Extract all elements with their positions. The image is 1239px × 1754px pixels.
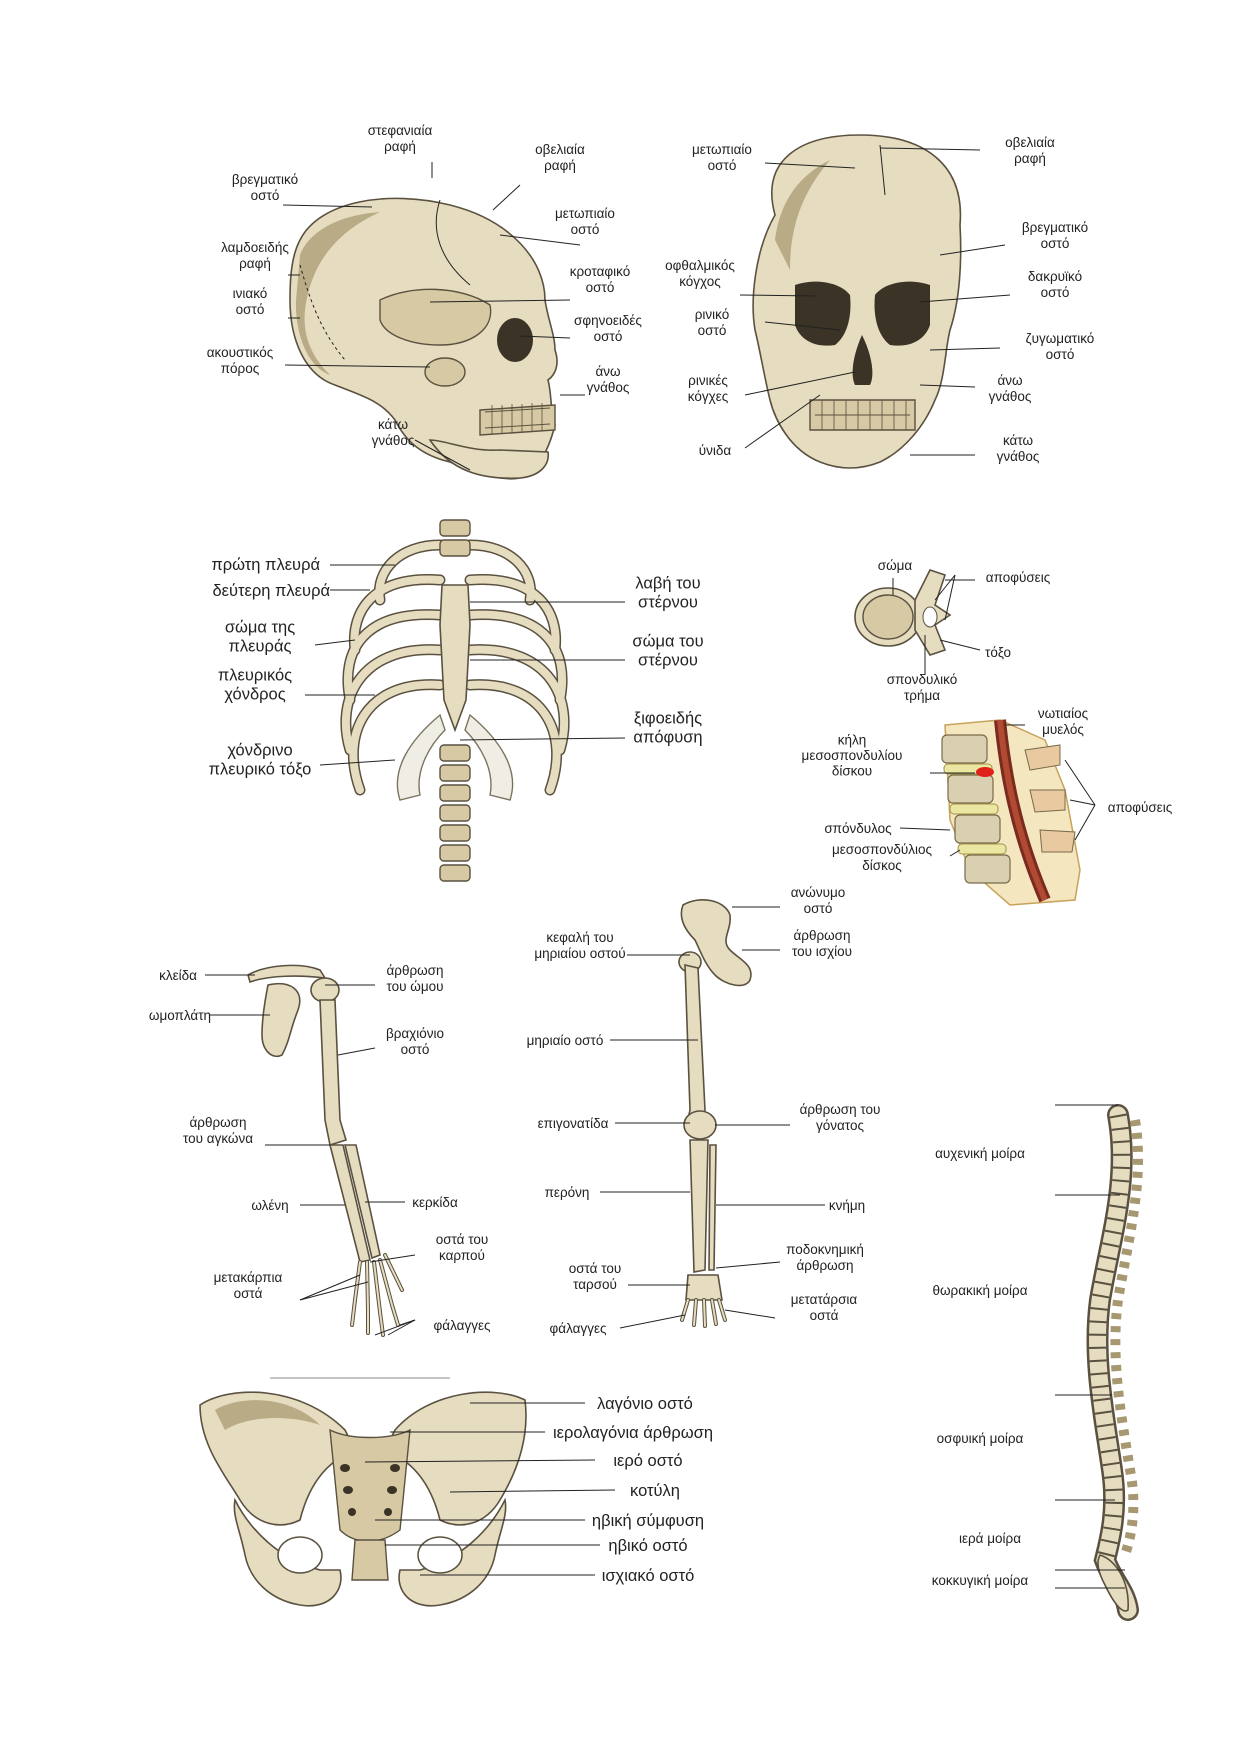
label-sacroiliac-joint: ιερολαγόνια άρθρωση xyxy=(553,1424,713,1442)
label-scapula: ωμοπλάτη xyxy=(149,1008,211,1023)
label-clavicle: κλείδα xyxy=(159,968,197,983)
spine-column-illustration xyxy=(1086,1104,1144,1621)
label-sacrum: ιερό οστό xyxy=(613,1452,682,1470)
leg-leaders xyxy=(600,906,825,1329)
rib-cage-leaders xyxy=(305,564,626,766)
label-acetabulum: κοτύλη xyxy=(630,1482,680,1500)
vertebra-leaders xyxy=(892,574,981,675)
label-vertebra: σπόνδυλος xyxy=(824,821,892,836)
spine-section-leaders xyxy=(899,724,1096,857)
label-lumbar: οσφυική μοίρα xyxy=(937,1431,1024,1446)
label-femur: μηριαίο οστό xyxy=(527,1033,604,1048)
label-vertebral-arch: τόξο xyxy=(985,645,1011,660)
label-cervical: αυχενική μοίρα xyxy=(935,1146,1025,1161)
label-patella: επιγονατίδα xyxy=(538,1116,609,1131)
arm-illustration xyxy=(247,964,404,1337)
label-phalanges-foot: φάλαγγες xyxy=(550,1321,607,1336)
label-second-rib: δεύτερη πλευρά xyxy=(212,582,330,600)
label-fibula: περόνη xyxy=(545,1185,590,1200)
label-radius: κερκίδα xyxy=(412,1195,458,1210)
skull-front-leaders xyxy=(739,147,1011,456)
label-sacral: ιερά μοίρα xyxy=(959,1531,1021,1546)
rib-cage-illustration xyxy=(340,519,570,882)
spine-column-leaders xyxy=(1055,1104,1125,1589)
pelvis-labels: λαγόνιο οστό ιερολαγόνια άρθρωση ιερό οσ… xyxy=(553,1395,713,1585)
arm-leaders xyxy=(205,974,416,1336)
label-vertebral-body: σώμα xyxy=(878,558,913,573)
label-ischium: ισχιακό οστό xyxy=(602,1567,695,1585)
label-tibia: κνήμη xyxy=(829,1198,865,1213)
spine-section-illustration xyxy=(941,719,1081,906)
label-vertebral-processes: αποφύσεις xyxy=(986,570,1051,585)
label-section-processes: αποφύσεις xyxy=(1108,800,1173,815)
spine-column-labels: αυχενική μοίρα θωρακική μοίρα οσφυική μο… xyxy=(932,1146,1029,1588)
label-ulna: ωλένη xyxy=(251,1198,288,1213)
pelvis-leaders xyxy=(364,1402,616,1576)
label-pubic-symphysis: ηβική σύμφυση xyxy=(592,1512,704,1530)
label-pubis: ηβικό οστό xyxy=(608,1537,687,1555)
label-first-rib: πρώτη πλευρά xyxy=(211,556,320,574)
label-phalanges-hand: φάλαγγες xyxy=(434,1318,491,1333)
skull-side-leaders xyxy=(282,162,585,471)
leg-illustration xyxy=(678,899,752,1328)
vertebra-illustration xyxy=(854,569,952,656)
label-coccygeal: κοκκυγική μοίρα xyxy=(932,1573,1029,1588)
skull-side-illustration xyxy=(289,197,558,480)
label-thoracic: θωρακική μοίρα xyxy=(932,1283,1027,1298)
label-ilium: λαγόνιο οστό xyxy=(597,1395,693,1413)
label-vomer: ύνιδα xyxy=(699,443,732,458)
